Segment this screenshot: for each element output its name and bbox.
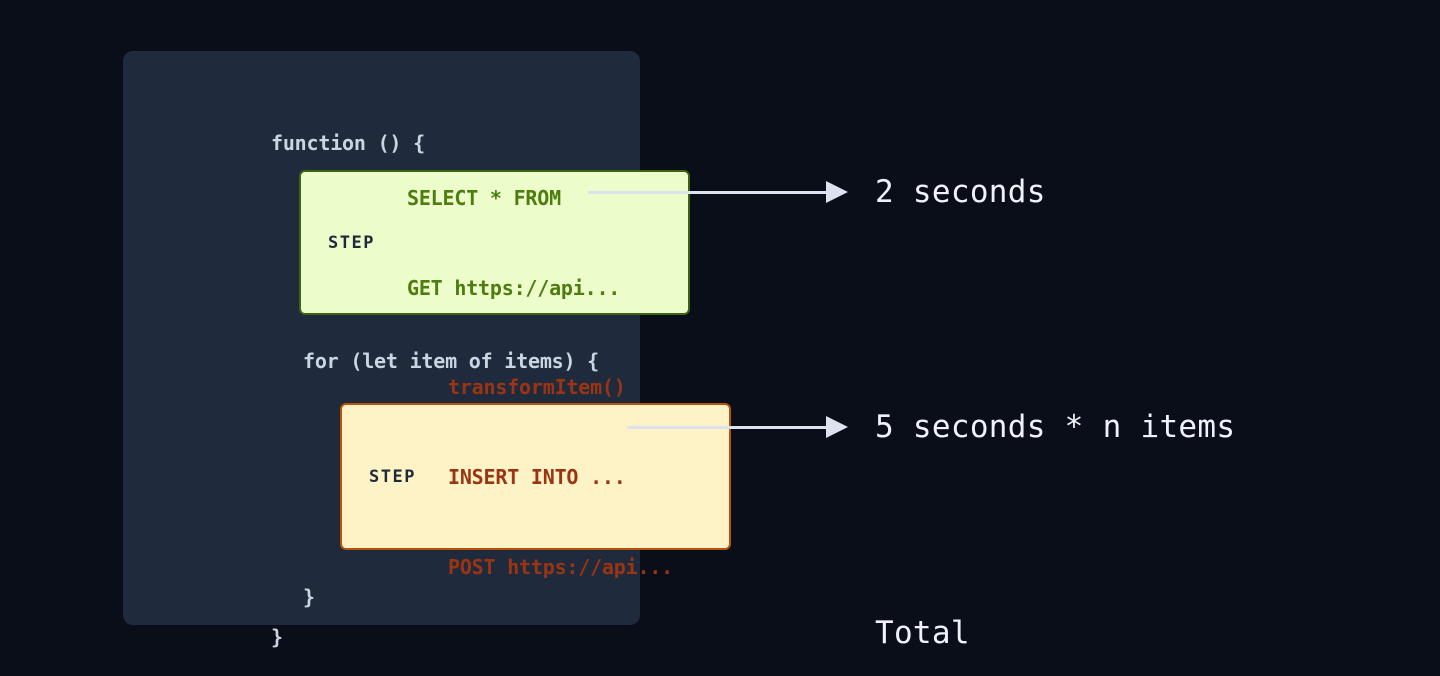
arrow-head-icon — [826, 416, 848, 438]
arrow-line — [627, 425, 826, 429]
total-label: Total — [875, 615, 970, 651]
transform-step-code-line: transformItem() — [448, 374, 626, 399]
transform-step-box: STEP transformItem() INSERT INTO ... POS… — [340, 375, 731, 579]
extract-step-code-line: GET https://api... — [407, 275, 621, 300]
code-panel: function () { STEP SELECT * FROM GET htt… — [123, 51, 731, 647]
function-open-line: function () { — [271, 131, 425, 155]
extract-step-box: STEP SELECT * FROM GET https://api... — [299, 170, 690, 315]
transform-step-code-line: INSERT INTO ... — [448, 464, 626, 489]
extract-step-code-line: SELECT * FROM — [407, 185, 561, 210]
for-close-line: } — [303, 585, 315, 609]
extract-step-code: SELECT * FROM GET https://api... — [407, 123, 620, 363]
step1-arrow — [588, 181, 848, 203]
arrow-line — [588, 190, 826, 194]
function-close-line: } — [271, 625, 283, 649]
transform-step-code: transformItem() INSERT INTO ... POST htt… — [448, 312, 673, 642]
step2-arrow — [627, 416, 848, 438]
arrow-head-icon — [826, 181, 848, 203]
for-open-line: for (let item of items) { — [303, 349, 600, 373]
total-summary: Total 100 items = 502 seconds — [875, 531, 1311, 676]
transform-step-code-line: POST https://api... — [448, 554, 673, 579]
step2-duration-label: 5 seconds * n items — [875, 409, 1236, 445]
extract-step-label: STEP — [328, 232, 375, 253]
step1-duration-label: 2 seconds — [875, 174, 1046, 210]
transform-step-label: STEP — [369, 466, 416, 487]
